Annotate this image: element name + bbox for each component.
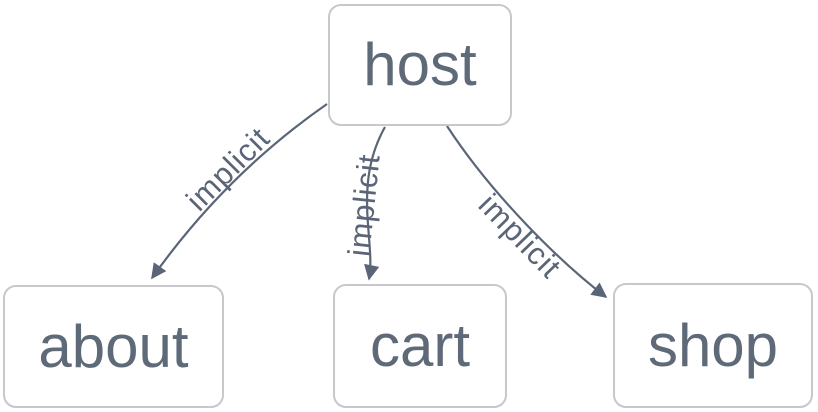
node-cart-label: cart bbox=[369, 312, 471, 379]
edge-host-about bbox=[151, 103, 328, 280]
edge-host-cart bbox=[364, 126, 386, 281]
node-about[interactable]: about bbox=[3, 285, 224, 408]
node-about-label: about bbox=[38, 312, 189, 380]
edge-label-host-about: implicit bbox=[179, 120, 276, 217]
node-cart[interactable]: cart bbox=[333, 284, 507, 408]
node-host[interactable]: host bbox=[328, 4, 512, 126]
node-host-label: host bbox=[363, 31, 477, 98]
edge-host-shop bbox=[446, 125, 608, 298]
node-shop-label: shop bbox=[647, 311, 779, 379]
node-shop[interactable]: shop bbox=[613, 283, 813, 408]
edge-label-host-shop: implicit bbox=[472, 187, 569, 285]
edge-label-host-cart: implicit bbox=[341, 152, 387, 258]
